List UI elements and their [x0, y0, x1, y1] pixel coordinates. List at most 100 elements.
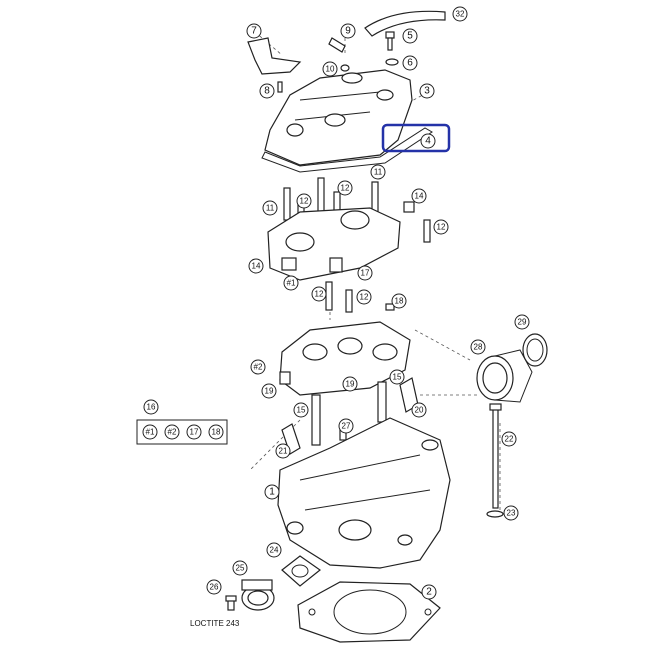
callout-number: 7 — [251, 26, 257, 37]
callout-circle — [143, 399, 159, 415]
svg-text:17: 17 — [190, 428, 199, 437]
callout-circle — [501, 431, 517, 447]
breather-hose — [364, 10, 446, 37]
callout-circle — [337, 180, 353, 196]
callout-circle — [264, 484, 280, 500]
callout-9: 9 — [340, 23, 356, 39]
callout-h2: #2 — [250, 359, 266, 375]
long-stud — [486, 403, 504, 518]
callout-circle — [421, 584, 437, 600]
callout-15: 15 — [389, 369, 405, 385]
callout-14: 14 — [411, 188, 427, 204]
callout-19: 19 — [342, 376, 358, 392]
callout-circle — [259, 83, 275, 99]
callout-number: 3 — [424, 86, 430, 97]
callout-number: 11 — [266, 204, 275, 213]
callout-circle — [420, 133, 436, 149]
callout-23: 23 — [503, 505, 519, 521]
callout-circle — [340, 23, 356, 39]
kit-item: #1 — [142, 424, 158, 440]
callout-8: 8 — [259, 83, 275, 99]
callout-circle — [402, 55, 418, 71]
callout-number: 12 — [300, 197, 309, 206]
camshaft-bridge — [267, 207, 401, 281]
callout-circle — [391, 293, 407, 309]
callout-32: 32 — [452, 6, 468, 22]
callout-circle — [296, 193, 312, 209]
callout-15: 15 — [293, 402, 309, 418]
callout-number: 32 — [456, 10, 465, 19]
callout-circle — [370, 164, 386, 180]
callout-number: 8 — [264, 86, 270, 97]
callout-circle — [356, 289, 372, 305]
callout-number: 6 — [407, 58, 413, 69]
callout-circle — [283, 275, 299, 291]
callout-number: 19 — [265, 387, 274, 396]
highlight-box — [381, 123, 451, 153]
callout-number: 18 — [395, 297, 404, 306]
callout-number: 19 — [346, 380, 355, 389]
callout-3: 3 — [419, 83, 435, 99]
rocker-housing — [279, 321, 411, 396]
callout-circle — [232, 560, 248, 576]
callout-12: 12 — [296, 193, 312, 209]
callout-circle — [411, 402, 427, 418]
callout-number: 21 — [279, 447, 288, 456]
callout-number: 27 — [342, 422, 351, 431]
kit-box — [136, 419, 228, 445]
callout-number: 4 — [425, 136, 431, 147]
callout-circle — [452, 6, 468, 22]
callout-29: 29 — [514, 314, 530, 330]
callout-circle — [503, 505, 519, 521]
callout-circle — [322, 61, 338, 77]
callout-number: 28 — [474, 343, 483, 352]
callout-18: 18 — [391, 293, 407, 309]
callout-circle — [311, 286, 327, 302]
cylinder-head — [277, 417, 451, 569]
callout-circle — [357, 265, 373, 281]
callout-12: 12 — [356, 289, 372, 305]
callout-circle — [275, 443, 291, 459]
callout-12: 12 — [311, 286, 327, 302]
callout-number: 29 — [518, 318, 527, 327]
callout-circle — [419, 83, 435, 99]
callout-27: 27 — [338, 418, 354, 434]
callout-number: 15 — [393, 373, 402, 382]
bolts-lower — [325, 281, 395, 313]
callout-5: 5 — [402, 28, 418, 44]
callout-4: 4 — [420, 133, 436, 149]
callout-circle — [514, 314, 530, 330]
callout-12: 12 — [433, 219, 449, 235]
callout-number: 9 — [345, 26, 351, 37]
cylinder-head-cover — [264, 69, 413, 166]
callout-number: 15 — [297, 406, 306, 415]
callout-1: 1 — [264, 484, 280, 500]
callout-number: 20 — [415, 406, 424, 415]
callout-number: 10 — [326, 65, 335, 74]
callout-number: 12 — [315, 290, 324, 299]
callout-circle — [246, 23, 262, 39]
callout-circle — [206, 579, 222, 595]
cover-gasket — [261, 127, 433, 173]
callout-circle — [250, 359, 266, 375]
callout-14: 14 — [248, 258, 264, 274]
callout-circle — [433, 219, 449, 235]
callout-number: 12 — [437, 223, 446, 232]
callout-circle — [338, 418, 354, 434]
callout-circle — [342, 376, 358, 392]
valve-parts — [281, 377, 419, 455]
callout-number: 1 — [269, 487, 275, 498]
callout-h1: #1 — [283, 275, 299, 291]
kit-item: #2 — [164, 424, 180, 440]
callout-7: 7 — [246, 23, 262, 39]
callout-circle — [262, 200, 278, 216]
callout-circle — [411, 188, 427, 204]
callout-21: 21 — [275, 443, 291, 459]
callout-number: 11 — [374, 168, 383, 177]
callout-number: 22 — [505, 435, 514, 444]
callout-16: 16 — [143, 399, 159, 415]
callout-circle — [261, 383, 277, 399]
callout-number: 16 — [147, 403, 156, 412]
intake-flange — [476, 333, 548, 403]
